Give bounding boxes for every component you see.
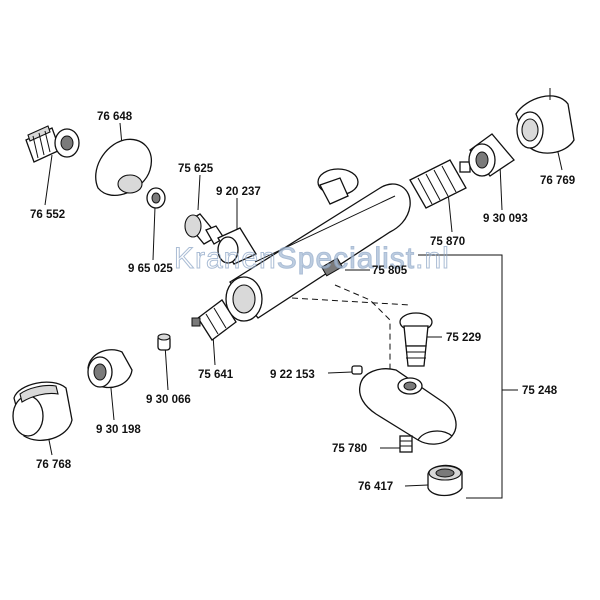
label-76768: 76 768 xyxy=(36,459,72,471)
outlet-nipple-75780 xyxy=(399,435,413,453)
check-valve-75625 xyxy=(184,213,225,245)
washer-965025 xyxy=(146,187,166,209)
label-75625: 75 625 xyxy=(178,163,214,175)
flow-cartridge-75641 xyxy=(191,299,237,341)
label-930093: 9 30 093 xyxy=(483,213,528,225)
handle-76768 xyxy=(12,381,73,441)
label-965025: 9 65 025 xyxy=(128,263,173,275)
label-922153: 9 22 153 xyxy=(270,369,315,381)
label-930066: 9 30 066 xyxy=(146,394,191,406)
label-75641: 75 641 xyxy=(198,369,234,381)
diverter-75229 xyxy=(399,312,433,367)
thermostat-body xyxy=(225,168,411,322)
label-76552: 76 552 xyxy=(30,209,65,221)
label-930198: 9 30 198 xyxy=(96,424,141,436)
sleeve-920237 xyxy=(217,227,257,265)
aerator-76417 xyxy=(427,464,463,497)
handle-76769 xyxy=(515,88,575,154)
label-75805: 75 805 xyxy=(372,265,408,277)
part-labels: 76 648 76 552 75 625 9 20 237 9 65 025 7… xyxy=(30,111,575,493)
label-76769: 76 769 xyxy=(540,175,575,187)
label-75229: 75 229 xyxy=(446,332,481,344)
cartridge-75870 xyxy=(409,159,471,209)
outlet-housing-75248 xyxy=(358,368,457,445)
pin-922153 xyxy=(351,365,363,375)
ring-nut-930093 xyxy=(468,133,515,177)
adapter-ring-930198 xyxy=(87,349,133,389)
plug-930066 xyxy=(157,333,171,351)
rosette-76648 xyxy=(95,138,152,196)
label-76417: 76 417 xyxy=(358,481,393,493)
connector-elbow-76552 xyxy=(25,125,80,163)
label-75780: 75 780 xyxy=(332,443,367,455)
label-75870: 75 870 xyxy=(430,236,465,248)
watermark-logo: KranenSpecialist.nl xyxy=(174,242,450,275)
label-76648: 76 648 xyxy=(97,111,133,123)
label-75248: 75 248 xyxy=(522,385,558,397)
label-920237: 9 20 237 xyxy=(216,186,261,198)
